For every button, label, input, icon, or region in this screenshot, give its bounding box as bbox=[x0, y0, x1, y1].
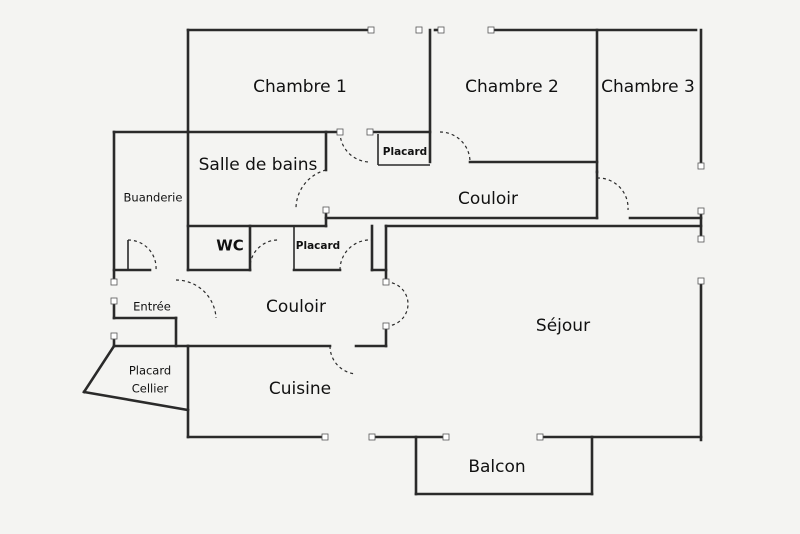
room-labels: Chambre 1 Chambre 2 Chambre 3 Salle de b… bbox=[124, 77, 695, 477]
label-chambre-1: Chambre 1 bbox=[253, 77, 347, 97]
label-wc: WC bbox=[216, 237, 244, 255]
walls bbox=[82, 28, 703, 496]
label-cuisine: Cuisine bbox=[269, 379, 331, 399]
label-buanderie: Buanderie bbox=[124, 191, 183, 205]
label-chambre-2: Chambre 2 bbox=[465, 77, 559, 97]
label-placard-cellier-2: Cellier bbox=[132, 382, 169, 396]
label-couloir-haut: Couloir bbox=[458, 189, 518, 209]
label-placard-wc: Placard bbox=[296, 240, 340, 252]
doors bbox=[127, 131, 629, 375]
wall-posts bbox=[110, 26, 705, 441]
label-salle-de-bains: Salle de bains bbox=[199, 155, 318, 175]
label-chambre-3: Chambre 3 bbox=[601, 77, 695, 97]
label-sejour: Séjour bbox=[536, 316, 590, 336]
label-entree: Entrée bbox=[133, 300, 171, 314]
label-placard-haut: Placard bbox=[383, 146, 427, 158]
label-placard-cellier-1: Placard bbox=[129, 364, 171, 378]
label-couloir-bas: Couloir bbox=[266, 297, 326, 317]
label-balcon: Balcon bbox=[468, 457, 525, 477]
